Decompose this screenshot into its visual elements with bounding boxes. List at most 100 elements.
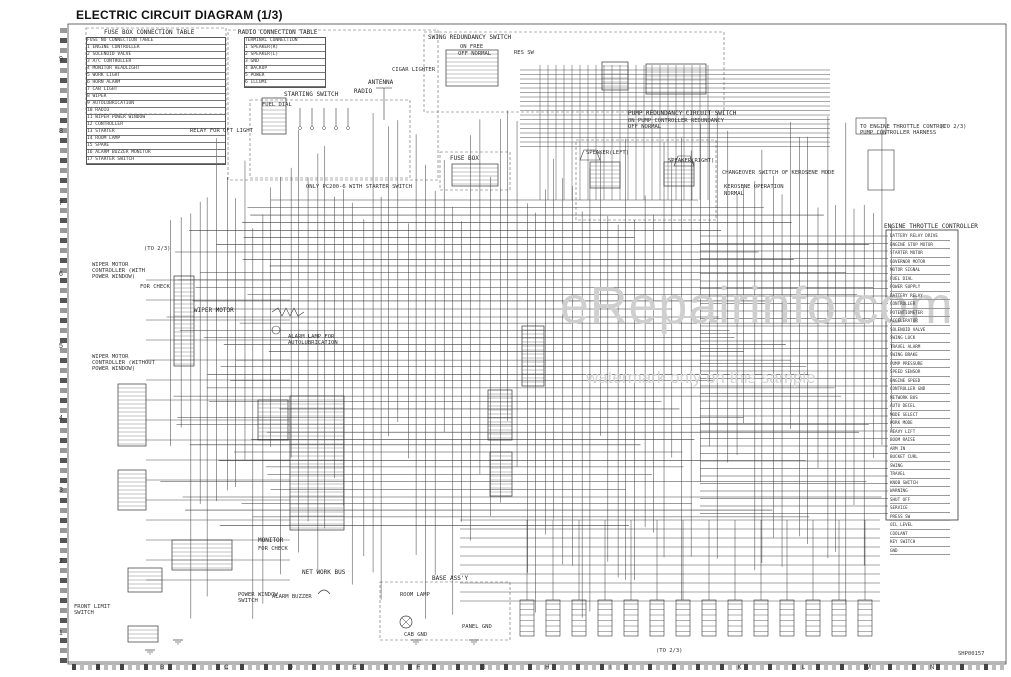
ruler-mark — [312, 664, 316, 670]
cab-gnd-label: CAB GND — [404, 632, 428, 638]
ruler-mark — [240, 664, 244, 670]
normal-label: NORMAL — [724, 191, 744, 197]
throttle-pin-label: KEY SWITCH — [890, 538, 950, 547]
ruler-mark — [352, 664, 356, 670]
throttle-pin-label: SWING LOCK — [890, 334, 950, 343]
ruler-mark — [552, 664, 556, 670]
table-row: 7 CAB LIGHT — [87, 87, 225, 94]
grid-row-label: 4 — [59, 414, 63, 422]
ruler-mark — [704, 664, 708, 670]
table-row: 4 MONITOR HEADLIGHT — [87, 66, 225, 73]
ruler-mark — [248, 664, 252, 670]
throttle-pin-label: COOLANT — [890, 530, 950, 538]
throttle-pin-label: BUCKET CURL — [890, 453, 950, 462]
ruler-mark — [744, 664, 748, 670]
throttle-pin-label: SPEED SENSOR — [890, 368, 950, 377]
throttle-pin-label: BATTERY RELAY DRIVE — [890, 232, 950, 241]
connector-block — [867, 149, 895, 191]
res-switch-label: RES SW — [514, 50, 534, 56]
throttle-pin-label: PUMP PRESSURE — [890, 360, 950, 368]
ruler-mark — [176, 664, 180, 670]
speaker-symbol — [673, 155, 695, 167]
ruler-mark — [60, 28, 67, 33]
table-row: 10 RADIO — [87, 108, 225, 115]
ruler-mark — [192, 664, 196, 670]
ruler-mark — [60, 648, 67, 653]
table-row: 6 ILLUMI — [245, 80, 325, 87]
bottom-connector — [519, 599, 535, 637]
speaker-symbol — [579, 149, 601, 161]
ruler-mark — [60, 48, 67, 53]
grid-column-label: I — [609, 665, 611, 671]
ruler-mark — [304, 664, 308, 670]
pump-switch-label: PUMP REDUNDANCY CIRCUIT SWITCH — [628, 110, 737, 117]
throttle-pin-label: ARM IN — [890, 445, 950, 453]
connector-block — [171, 539, 233, 571]
switch-terminal — [310, 126, 314, 130]
ruler-mark — [408, 664, 412, 670]
pump-on-label: ON PUMP CONTROLLER REDUNDANCY — [628, 118, 725, 124]
throttle-pin-label: POTENTIOMETER — [890, 309, 950, 317]
ruler-mark — [200, 664, 204, 670]
ruler-mark — [368, 664, 372, 670]
ruler-mark — [392, 664, 396, 670]
ruler-mark — [712, 664, 716, 670]
ruler-mark — [496, 664, 500, 670]
bottom-connector — [623, 599, 639, 637]
ruler-mark — [648, 664, 652, 670]
base-assy-label: BASE ASS'Y — [432, 575, 469, 582]
dashed-box-radio — [227, 29, 439, 181]
ruler-mark — [824, 664, 828, 670]
fuel-dial-label: FUEL DIAL — [262, 102, 292, 108]
ruler-mark — [60, 638, 67, 643]
ruler-mark — [88, 664, 92, 670]
ruler-mark — [328, 664, 332, 670]
ruler-mark — [104, 664, 108, 670]
throttle-pin-label: NETWORK BUS — [890, 394, 950, 402]
ruler-mark — [464, 664, 468, 670]
ruler-mark — [832, 664, 836, 670]
throttle-pin-label: TRAVEL — [890, 470, 950, 479]
ruler-mark — [60, 628, 67, 633]
connector-block — [117, 383, 147, 447]
ruler-mark — [60, 518, 67, 523]
connector-block — [289, 395, 345, 531]
throttle-controller-box — [885, 229, 959, 521]
only-pc200-label: ONLY PC200-6 WITH STARTER SWITCH — [306, 184, 412, 190]
ruler-mark — [736, 664, 740, 670]
ruler-mark — [60, 198, 67, 203]
dashed-box-speakers — [575, 139, 717, 221]
grid-column-label: L — [801, 665, 806, 671]
throttle-pin-label: SHUT OFF — [890, 496, 950, 504]
ruler-mark — [592, 664, 596, 670]
ruler-mark — [136, 664, 140, 670]
ruler-mark — [976, 664, 980, 670]
ruler-mark — [984, 664, 988, 670]
ruler-mark — [60, 538, 67, 543]
ruler-mark — [60, 408, 67, 413]
ruler-mark — [560, 664, 564, 670]
connector-block — [601, 61, 629, 91]
throttle-pin-label: FUEL DIAL — [890, 275, 950, 283]
ruler-mark — [296, 664, 300, 670]
speaker-right-label: SPEAKER(RIGHT) — [668, 158, 715, 164]
ruler-mark — [1000, 664, 1004, 670]
ruler-mark — [60, 138, 67, 143]
continuation-left-label: (TO 2/3) — [144, 246, 171, 252]
table-row: 2 SOLENOID VALVE — [87, 52, 225, 59]
ruler-mark — [60, 478, 67, 483]
table-row: 9 AUTOLUBRICATION — [87, 101, 225, 108]
ruler-mark — [60, 508, 67, 513]
swing-on-label: ON FREE — [460, 44, 484, 50]
ruler-mark — [60, 258, 67, 263]
grid-row-label: 9 — [59, 56, 63, 63]
radio-table-title: RADIO CONNECTION TABLE — [238, 29, 318, 36]
table-row: 1 SPEAKER(R) — [245, 45, 325, 52]
watermark-text: eRepairinfo.com — [560, 277, 954, 335]
ruler-mark — [60, 38, 67, 43]
front-limit-label: FRONT LIMIT SWITCH — [74, 604, 111, 616]
grid-column-label: K — [737, 665, 742, 671]
connector-block — [487, 389, 513, 441]
ruler-mark — [60, 388, 67, 393]
ruler-mark — [656, 664, 660, 670]
